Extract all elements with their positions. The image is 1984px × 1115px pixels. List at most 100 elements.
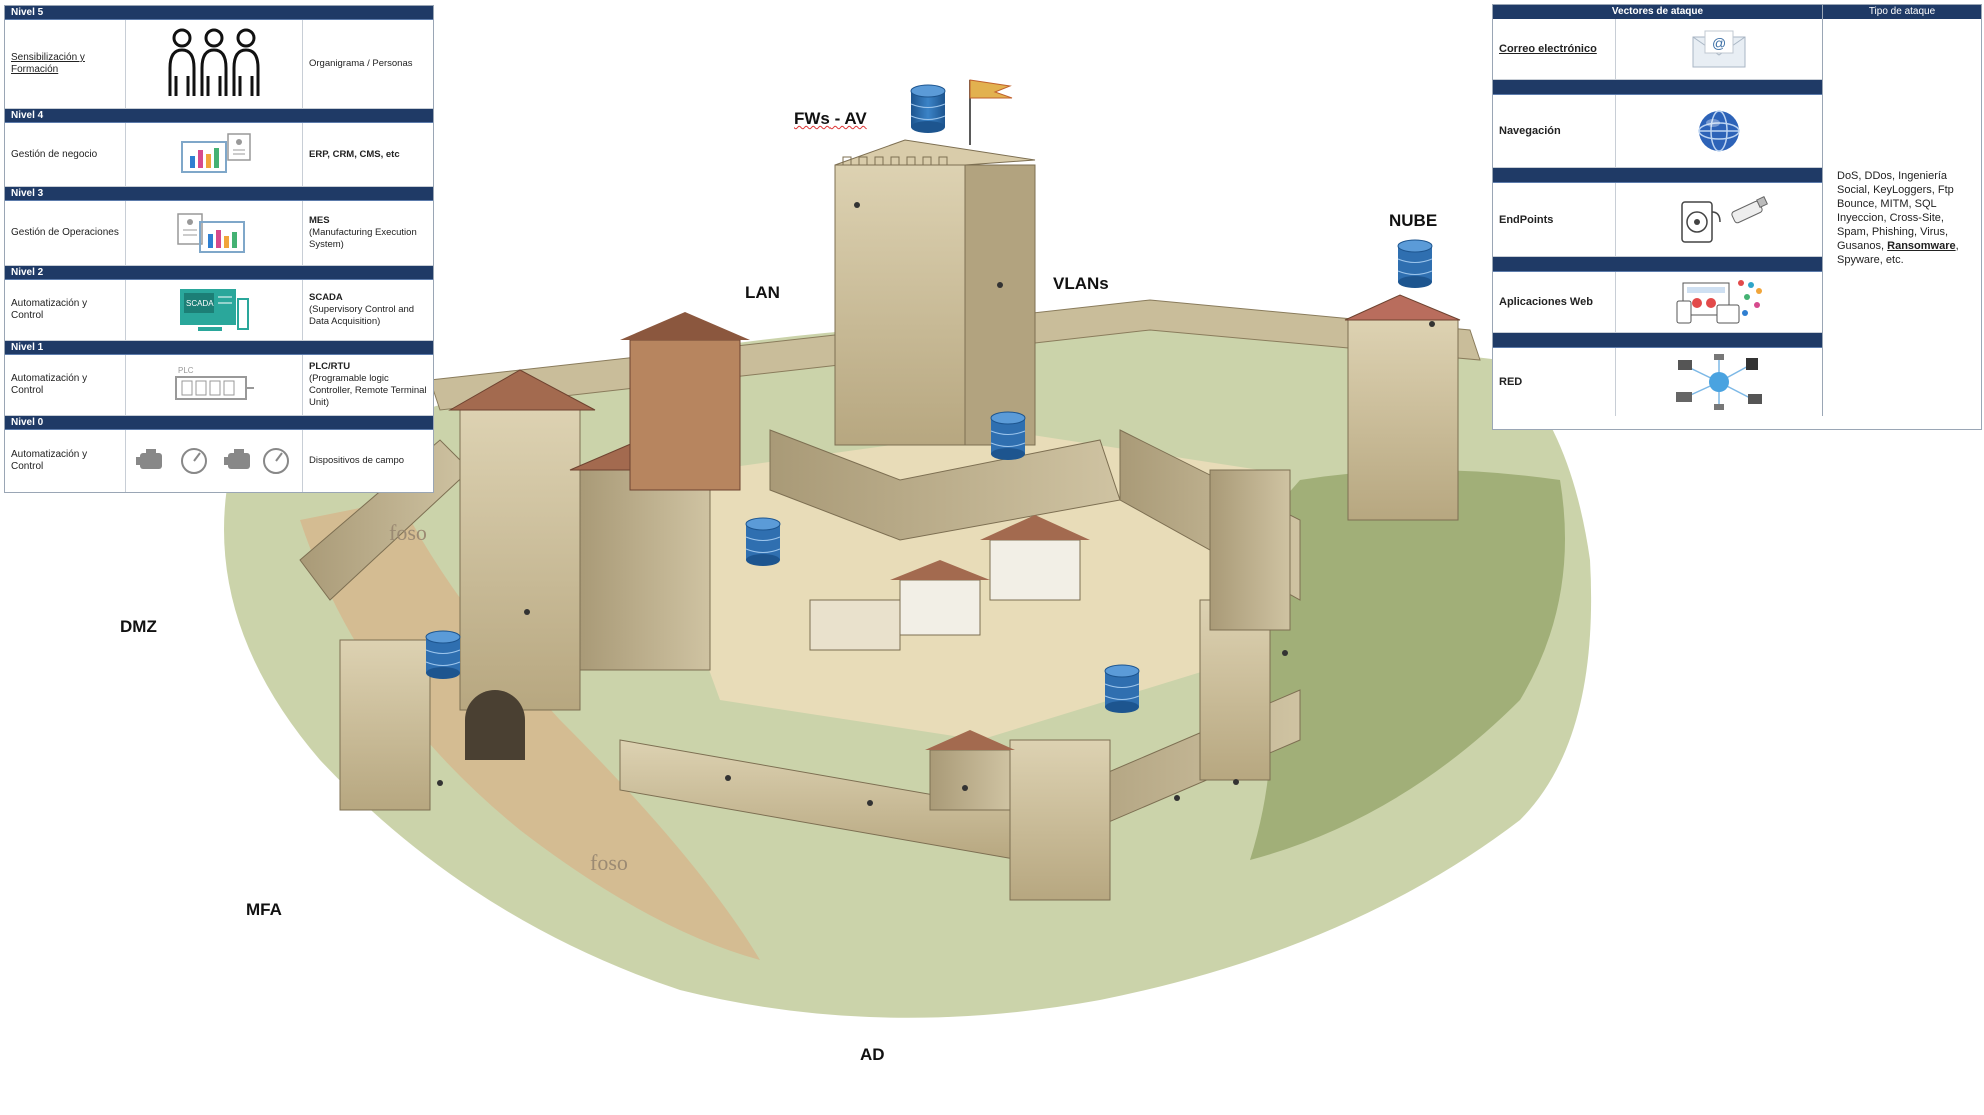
operations-dashboard-icon — [177, 213, 245, 253]
attack-types-cell: DoS, DDos, Ingeniería Social, KeyLoggers… — [1823, 19, 1981, 416]
right-tower — [1347, 319, 1459, 521]
wooden-tower-roof — [620, 312, 750, 340]
level-header: Nivel 0 — [5, 416, 433, 430]
attack-vectors-table: Vectores de ataque Tipo de ataque Correo… — [1492, 4, 1982, 430]
right-hillside — [1230, 470, 1565, 860]
level-row: Automatización y Control PLC PLC/RTU(Pro… — [5, 355, 433, 416]
level-name: Sensibilización y Formación — [5, 20, 126, 108]
marker-dot — [437, 780, 443, 786]
level-header: Nivel 4 — [5, 109, 433, 123]
level-row: Gestión de negocio ERP, CRM, CMS, etc — [5, 123, 433, 187]
network-icon — [1676, 354, 1762, 410]
level-row: Sensibilización y Formación Organigrama … — [5, 20, 433, 109]
courtyard-house-2 — [899, 579, 981, 636]
label-av: - AV — [829, 109, 867, 128]
vector-separator — [1493, 80, 1822, 95]
level-icon-cell — [126, 123, 303, 186]
vectors-header-title: Vectores de ataque — [1493, 5, 1823, 19]
plc-icon-text: PLC — [178, 366, 194, 375]
business-dashboard-icon — [181, 132, 251, 173]
keep-crenellations — [835, 156, 948, 166]
database-icon — [990, 411, 1026, 460]
right-mid-tower — [1209, 469, 1291, 631]
front-chapel-roof — [925, 730, 1015, 750]
vector-label: RED — [1493, 348, 1616, 416]
front-tower — [1009, 739, 1111, 901]
plc-icon: PLC — [175, 366, 254, 400]
level-description: Dispositivos de campo — [309, 455, 405, 466]
gate-arch — [465, 690, 525, 760]
moat-label-2: foso — [590, 850, 628, 875]
level-row: Automatización y Control SCADA SCADA(Sup… — [5, 280, 433, 341]
front-chapel — [929, 749, 1011, 811]
level-header: Nivel 1 — [5, 341, 433, 355]
marker-dot — [1429, 321, 1435, 327]
vector-row: RED — [1493, 348, 1822, 416]
vectors-body: Correo electrónico @ Navegación — [1493, 19, 1981, 416]
marker-dot — [867, 800, 873, 806]
vector-row: Correo electrónico @ — [1493, 19, 1822, 80]
people-icon — [168, 28, 260, 96]
courtyard-house-1 — [989, 539, 1081, 601]
vector-icon-cell: @ — [1616, 19, 1822, 79]
marker-dot — [962, 785, 968, 791]
back-wall — [429, 299, 1481, 411]
vector-row: EndPoints — [1493, 183, 1822, 257]
vector-row: Navegación — [1493, 95, 1822, 168]
level-icon-cell — [126, 20, 303, 108]
scada-icon-text: SCADA — [186, 299, 214, 308]
label-lan: LAN — [745, 283, 780, 302]
level-name: Automatización y Control — [5, 280, 126, 340]
vectors-header: Vectores de ataque Tipo de ataque — [1493, 5, 1981, 19]
levels-table: Nivel 5 Sensibilización y Formación Orga… — [4, 5, 434, 493]
label-fws: FWs — [794, 109, 830, 128]
attack-types-text: DoS, DDos, Ingeniería Social, KeyLoggers… — [1837, 169, 1959, 266]
keep-front — [834, 164, 966, 446]
level-header: Nivel 5 — [5, 6, 433, 20]
level-icon-cell: SCADA — [126, 280, 303, 340]
level-description: ERP, CRM, CMS, etc — [309, 148, 400, 160]
level-name: Automatización y Control — [5, 430, 126, 492]
wooden-tower — [629, 339, 741, 491]
courtyard-house-3 — [809, 599, 901, 651]
vector-icon-cell — [1616, 348, 1822, 416]
endpoint-devices-icon — [1681, 195, 1768, 243]
moat-label-1: foso — [389, 520, 427, 545]
marker-dot — [997, 282, 1003, 288]
level-icon-cell — [126, 201, 303, 265]
courtyard-house-1-roof — [980, 515, 1090, 540]
marker-dot — [1233, 779, 1239, 785]
level-description: PLC/RTU(Programable logic Controller, Re… — [309, 361, 427, 408]
level-row: Automatización y Control Dispositivos de… — [5, 430, 433, 492]
keep-top — [834, 139, 1036, 166]
globe-icon — [1698, 110, 1740, 152]
vector-icon-cell — [1616, 183, 1822, 256]
svg-text:@: @ — [1712, 35, 1726, 51]
inner-ring-wall — [769, 429, 1121, 541]
scada-icon: SCADA — [180, 289, 249, 331]
level-description: MES(Manufacturing Execution System) — [309, 215, 417, 250]
label-fws-av: FWs - AV — [794, 109, 867, 129]
level-description: Organigrama / Personas — [309, 58, 413, 69]
database-icon — [1104, 664, 1140, 713]
marker-dot — [524, 609, 530, 615]
label-ad: AD — [860, 1045, 885, 1064]
left-gate-tower — [339, 639, 431, 811]
level-icon-cell — [126, 430, 303, 492]
vector-icon-cell — [1616, 272, 1822, 332]
database-icon — [745, 517, 781, 566]
database-icon — [425, 630, 461, 679]
vector-separator — [1493, 257, 1822, 272]
vector-label: Navegación — [1493, 95, 1616, 167]
left-tower — [459, 409, 581, 711]
level-row: Gestión de Operaciones MES(Manufacturing… — [5, 201, 433, 266]
label-mfa: MFA — [246, 900, 282, 919]
level-header: Nivel 2 — [5, 266, 433, 280]
vector-separator — [1493, 333, 1822, 348]
level-header: Nivel 3 — [5, 187, 433, 201]
marker-dot — [854, 202, 860, 208]
email-icon: @ — [1692, 30, 1746, 68]
moat-area — [300, 500, 760, 960]
marker-dot — [725, 775, 731, 781]
database-icon — [1397, 239, 1433, 288]
